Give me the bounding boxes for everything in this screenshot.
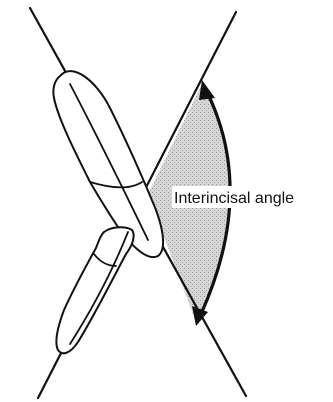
- lower-incisor-outline: [56, 227, 133, 353]
- upper-arrowhead-icon: [199, 80, 215, 100]
- angle-label: Interincisal angle: [174, 190, 294, 207]
